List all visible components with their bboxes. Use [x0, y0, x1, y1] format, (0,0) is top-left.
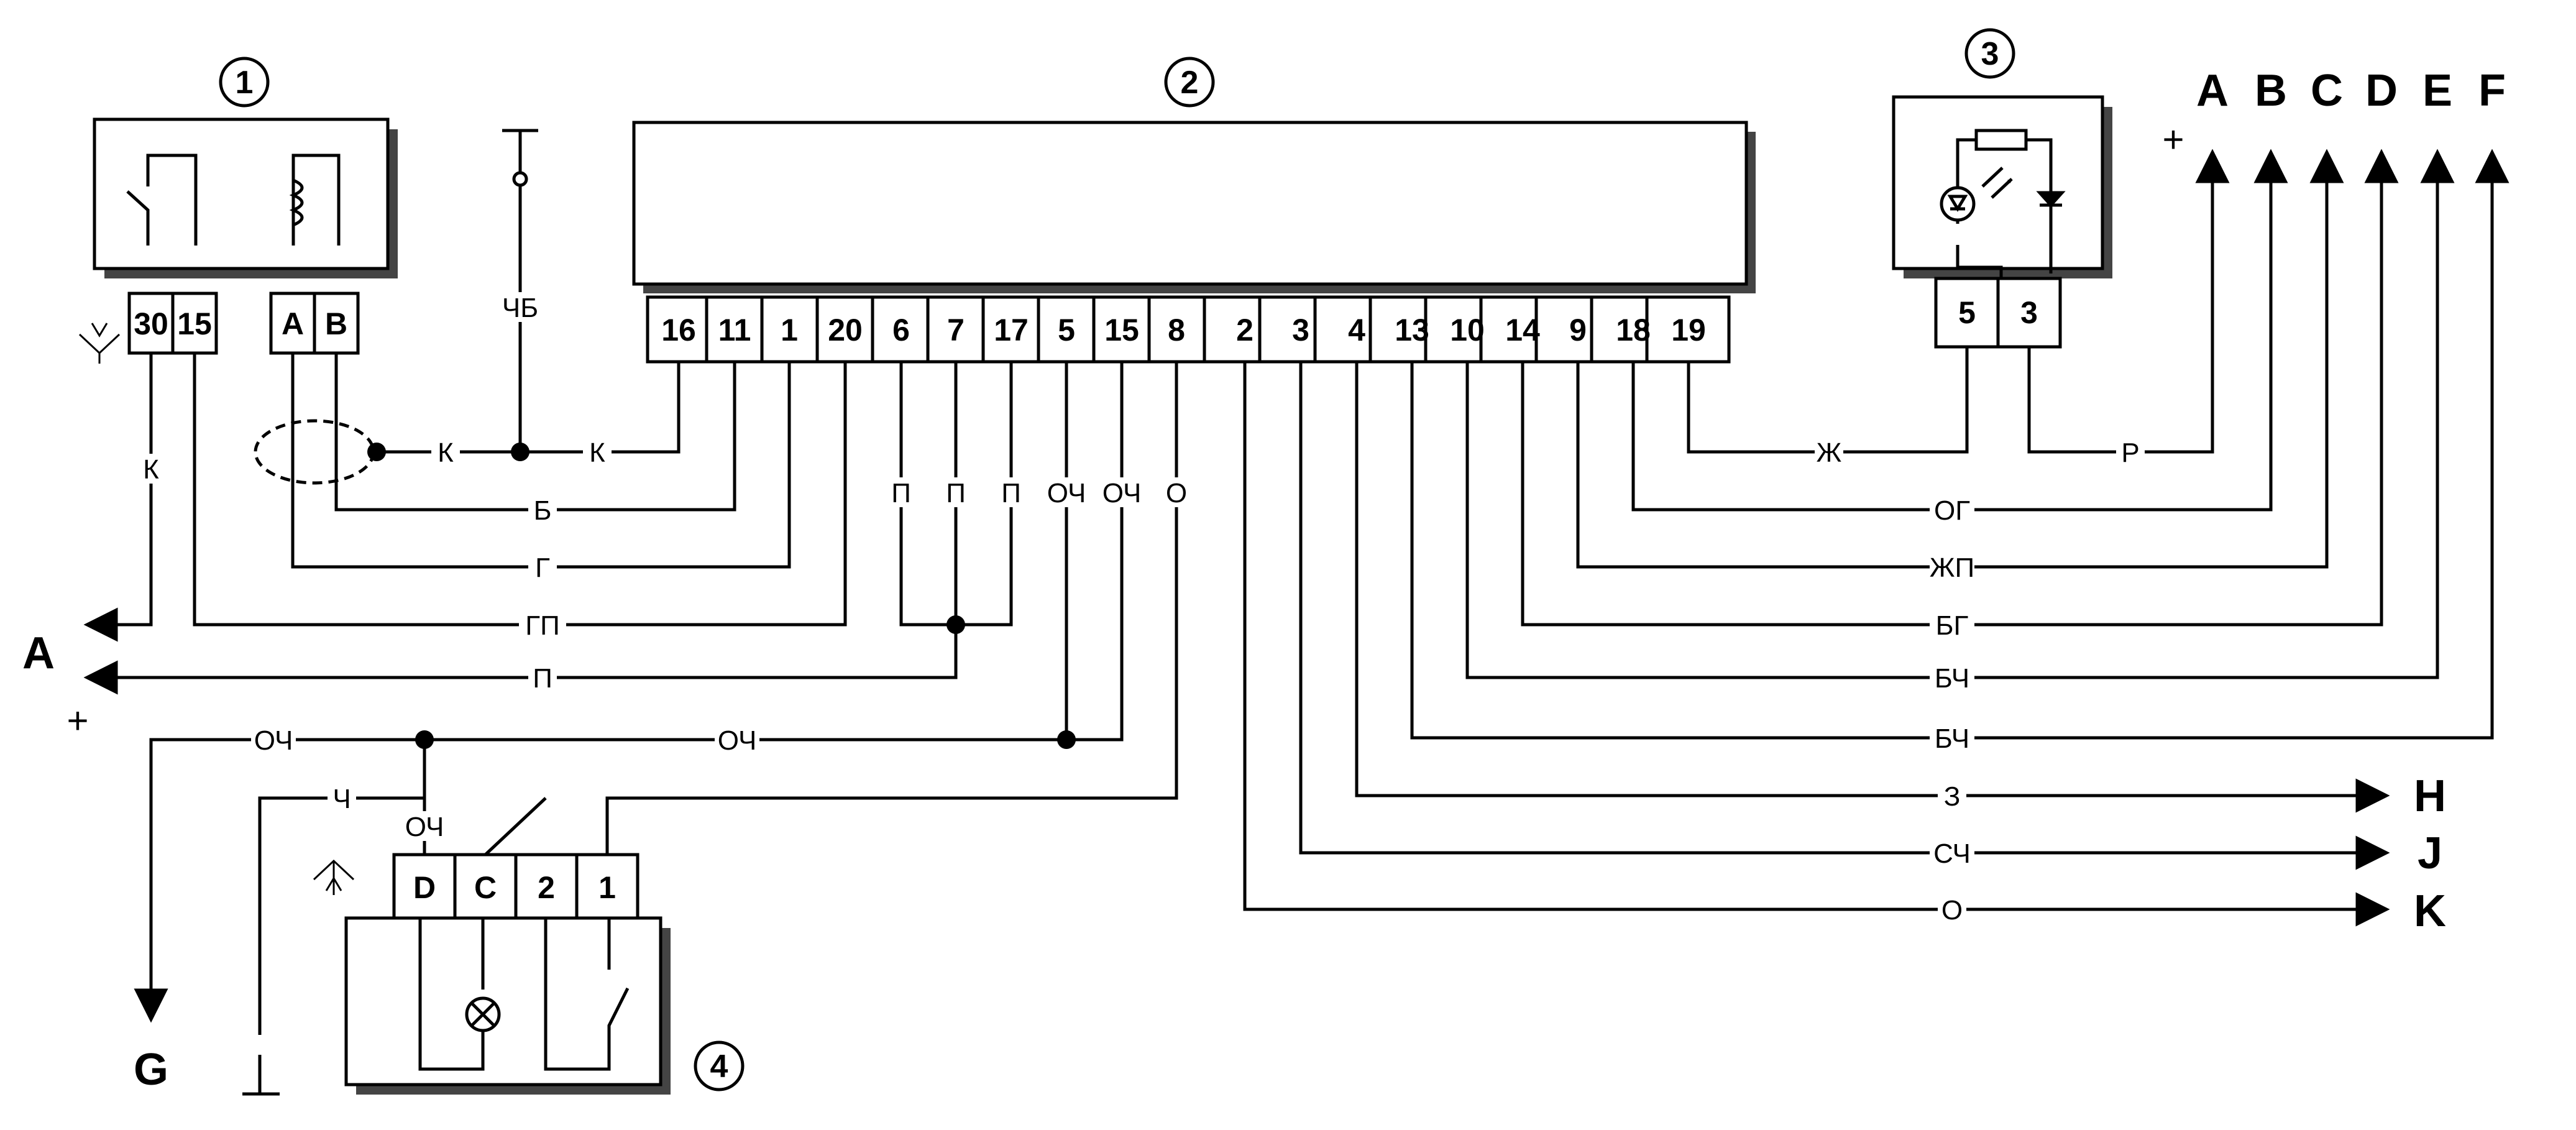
wire-label: П: [533, 663, 552, 694]
wire-label: ОЧ: [718, 725, 757, 756]
ecu-pin: 18: [1616, 313, 1651, 347]
wire-label: Р: [2121, 438, 2139, 468]
relay-pin: B: [325, 306, 347, 341]
ecu-number: 2: [1181, 65, 1199, 101]
wire-label: О: [1941, 895, 1963, 926]
wire-label: П: [946, 478, 966, 508]
ecu-pin: 16: [661, 313, 696, 347]
wire-label: Ж: [1817, 438, 1842, 468]
switch-pins: [392, 853, 639, 920]
wire-label: ОЧ: [405, 812, 444, 842]
indicator-pin: 3: [2020, 295, 2038, 330]
relay-pin: A: [282, 306, 304, 341]
relay-pin: 15: [177, 306, 212, 341]
ecu-pin: 19: [1671, 313, 1706, 347]
wire-label: ЖП: [1930, 553, 1974, 583]
ecu-pin: 2: [1236, 313, 1254, 347]
wire-label: ОГ: [1934, 495, 1970, 526]
terminal-label: C: [2311, 66, 2343, 116]
terminal-label: J: [2418, 829, 2442, 878]
wire-label: П: [891, 478, 911, 508]
wire-label: БЧ: [1935, 723, 1969, 754]
ecu-pin: 13: [1395, 313, 1429, 347]
wire-label: К: [589, 438, 605, 468]
switch-pin: 2: [538, 870, 555, 905]
wire-label: К: [438, 438, 454, 468]
ecu-pin: 1: [781, 313, 798, 347]
wire-label: БГ: [1936, 610, 1969, 641]
terminal-label: F: [2478, 66, 2506, 116]
plus-sign: +: [66, 700, 88, 742]
terminal-label: A: [2196, 66, 2229, 116]
wire-label: О: [1166, 478, 1187, 508]
ecu-pin: 15: [1104, 313, 1139, 347]
ecu-pin: 11: [718, 313, 751, 347]
ecu-pin: 17: [994, 313, 1029, 347]
terminal-label: H: [2414, 771, 2446, 821]
wire-label: К: [143, 454, 159, 485]
terminal-label: B: [2255, 66, 2287, 116]
terminal-label: D: [2365, 66, 2398, 116]
relay-number: 1: [236, 65, 254, 101]
wire-label: ОЧ: [254, 725, 293, 756]
wire-label: Г: [535, 553, 550, 583]
ecu-pin: 9: [1569, 313, 1587, 347]
plus-sign: +: [2162, 119, 2184, 160]
switch-pin: D: [413, 870, 436, 905]
indicator-pins: [1934, 277, 2062, 349]
wire-label: ГП: [525, 610, 559, 641]
wire-label: СЧ: [1933, 838, 1971, 869]
ecu-pin: 4: [1348, 313, 1365, 347]
ecu-pin: 20: [828, 313, 863, 347]
switch-component: [344, 914, 671, 1095]
ecu-pin: 8: [1168, 313, 1185, 347]
wire-label: БЧ: [1935, 663, 1969, 694]
ecu-pin: 3: [1292, 313, 1309, 347]
relay-pins: [127, 292, 360, 355]
wire-label: З: [1944, 781, 1961, 812]
ecu-pin: 14: [1505, 313, 1540, 347]
wire-label: ОЧ: [1102, 478, 1142, 508]
switch-pin: 1: [598, 870, 616, 905]
relay-pin: 30: [134, 306, 168, 341]
indicator-pin: 5: [1958, 295, 1976, 330]
ecu-pin: 6: [892, 313, 910, 347]
relay-component: [93, 117, 398, 278]
ecu-pin: 5: [1058, 313, 1075, 347]
terminal-label: E: [2422, 66, 2452, 116]
wire-label: ЧБ: [502, 293, 538, 323]
indicator-component: [1892, 95, 2112, 278]
ecu-pin: 10: [1450, 313, 1485, 347]
wire-label: Б: [534, 495, 552, 526]
switch-number: 4: [710, 1049, 728, 1085]
terminal-label: K: [2414, 886, 2446, 936]
ecu-pin: 7: [947, 313, 965, 347]
ecu-pin-row: [646, 295, 1731, 364]
indicator-number: 3: [1981, 36, 1999, 72]
junction-dots: [367, 443, 1076, 749]
ecu-component: [632, 121, 1756, 293]
terminal-label: G: [134, 1045, 168, 1095]
wire-label: П: [1001, 478, 1021, 508]
switch-pin: C: [474, 870, 497, 905]
wire-label: Ч: [332, 784, 351, 814]
terminal-label: A: [22, 628, 55, 678]
wire-label: ОЧ: [1047, 478, 1086, 508]
